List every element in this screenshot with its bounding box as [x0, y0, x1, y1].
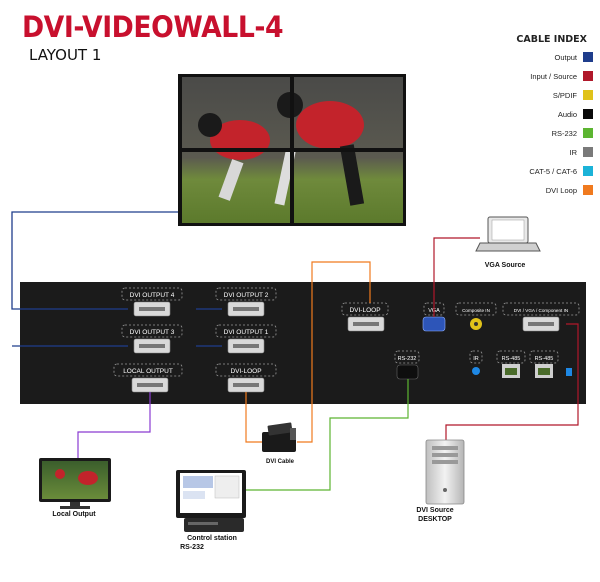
port-label-ir: IR — [473, 356, 479, 362]
legend-color-swatch — [583, 128, 593, 138]
port-label-dvi-loop-left: DVI-LOOP — [230, 368, 261, 375]
legend-item-audio: Audio — [558, 108, 593, 120]
legend-color-swatch — [583, 109, 593, 119]
legend-item-dvi-loop: DVI Loop — [546, 184, 593, 196]
port-label-composite-in: Composite IN — [462, 308, 490, 313]
legend-color-swatch — [583, 166, 593, 176]
rj45-port-a — [505, 368, 517, 375]
player-helmet-left — [198, 113, 222, 137]
dvi-cable-icon — [262, 422, 296, 452]
local-output-monitor — [39, 458, 111, 509]
caption-control-station-rs232: RS-232 — [180, 544, 204, 551]
port-label-local-output: LOCAL OUTPUT — [123, 368, 173, 375]
legend-color-swatch — [583, 71, 593, 81]
dvi-loop-cables — [245, 261, 371, 443]
legend-item-spdif: S/PDIF — [553, 89, 593, 101]
status-led — [566, 368, 572, 376]
output-cables — [11, 211, 222, 347]
port-label-rs485-a: RS-485 — [502, 356, 521, 362]
vga-source-laptop — [475, 216, 541, 252]
legend-color-swatch — [583, 52, 593, 62]
composite-connector-pin — [474, 322, 478, 326]
legend-item-output: Output — [554, 51, 593, 63]
player-leg-left — [218, 159, 244, 201]
port-label-dvi-output-4: DVI OUTPUT 4 — [130, 292, 175, 299]
rj45-port-b — [538, 368, 550, 375]
port-label-dvi-output-3: DVI OUTPUT 3 — [130, 329, 175, 336]
caption-local-output: Local Output — [52, 511, 96, 518]
legend-color-swatch — [583, 185, 593, 195]
port-label-dvi-output-1: DVI OUTPUT 1 — [224, 329, 269, 336]
legend-item-ir: IR — [569, 146, 593, 158]
caption-vga-source: VGA Source — [484, 262, 526, 269]
vga-connector — [422, 316, 446, 332]
legend-color-swatch — [583, 147, 593, 157]
rs232-cable — [246, 379, 409, 491]
caption-dvi-source: DVI Source — [416, 507, 454, 514]
player-jersey-right — [296, 101, 364, 149]
rs232-connector — [396, 364, 419, 380]
port-label-rs485-b: RS-485 — [535, 356, 554, 362]
input-cables — [433, 237, 579, 440]
legend-item-label: CAT-5 / CAT-6 — [529, 166, 577, 176]
ir-connector — [472, 367, 480, 375]
legend-item-label: S/PDIF — [552, 90, 577, 100]
legend-item-rs232: RS-232 — [552, 127, 593, 139]
legend-item-label: Output — [554, 52, 577, 62]
legend-color-swatch — [583, 90, 593, 100]
dvi-pin-rows — [137, 307, 554, 387]
legend-item-label: DVI Loop — [545, 185, 577, 195]
legend-item-cat5-cat6: CAT-5 / CAT-6 — [529, 165, 593, 177]
dvi-source-desktop — [425, 439, 465, 505]
caption-dvi-source-desktop: DESKTOP — [418, 516, 452, 523]
layout-subtitle: LAYOUT 1 — [29, 46, 102, 64]
port-label-rs232: RS-232 — [398, 356, 417, 362]
player-leg-right — [339, 144, 365, 206]
legend-item-input-source: Input / Source — [530, 70, 593, 82]
port-outlines — [113, 287, 580, 377]
port-label-dvi-loop-right: DVI-LOOP — [349, 307, 380, 314]
control-station-pc — [176, 470, 246, 532]
legend-item-label: IR — [569, 147, 578, 157]
caption-dvi-cable: DVI Cable — [265, 459, 294, 465]
legend-item-label: RS-232 — [551, 128, 577, 138]
caption-control-station: Control station — [187, 535, 237, 542]
video-wall — [178, 74, 406, 226]
legend-title: CABLE INDEX — [516, 34, 587, 45]
diagram-title: DVI-VIDEOWALL-4 — [22, 10, 284, 44]
local-output-cable — [77, 392, 151, 458]
port-label-dvi-vga-component-in: DVI / VGA / Component IN — [514, 308, 568, 313]
legend-item-label: Input / Source — [530, 71, 577, 81]
port-label-dvi-output-2: DVI OUTPUT 2 — [224, 292, 269, 299]
legend-item-label: Audio — [557, 109, 577, 119]
videowall-processor-unit — [20, 282, 586, 404]
wall-bezel-horizontal — [182, 148, 403, 152]
